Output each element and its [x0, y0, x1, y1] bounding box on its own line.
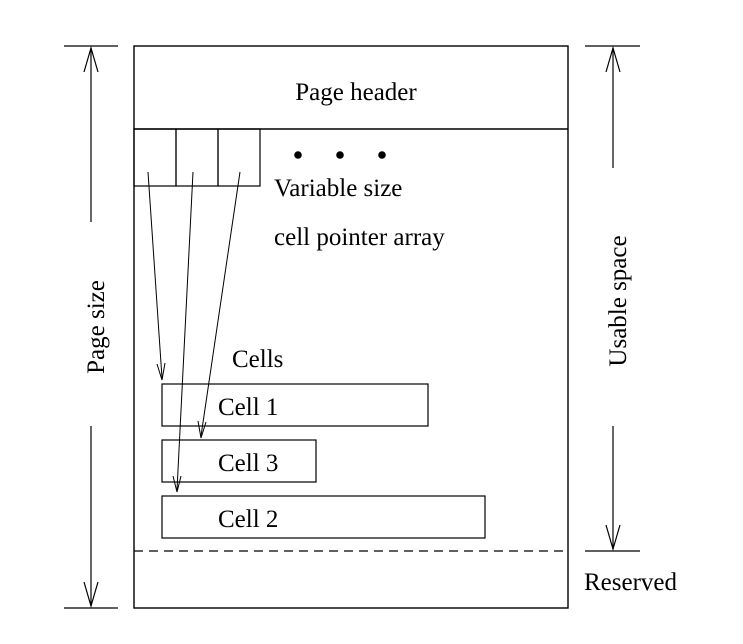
cells-label: Cells: [232, 346, 283, 373]
arrow-slot2-head: [172, 475, 182, 493]
cell-2-box: [161, 495, 486, 539]
usable-space-label: Usable space: [605, 235, 632, 366]
pointer-slot-3: [217, 128, 261, 187]
pointer-slot-1: [133, 128, 177, 187]
cell-3-box: [161, 439, 317, 483]
arrow-slot3-head: [197, 420, 207, 439]
usable-space-dimension: [585, 45, 640, 552]
cell-2-label: Cell 2: [218, 506, 278, 533]
page-size-dimension: [64, 45, 118, 609]
page-outline: [133, 45, 569, 609]
pointer-array-label-line2: cell pointer array: [274, 224, 445, 251]
reserved-label: Reserved: [584, 569, 678, 596]
arrow-slot2-to-cell2: [176, 171, 194, 491]
cell-3-label: Cell 3: [218, 450, 278, 477]
cell-pointer-array: [133, 128, 261, 187]
pointer-array-label-line1: Variable size: [274, 175, 402, 202]
cell-1-label: Cell 1: [218, 394, 278, 421]
pointer-slot-2: [175, 128, 219, 187]
arrow-slot3-to-cell3: [200, 171, 241, 437]
page-header-label: Page header: [295, 79, 417, 106]
page-size-label: Page size: [83, 280, 110, 374]
pointer-arrows: [147, 171, 241, 493]
cell-1-box: [161, 383, 429, 427]
arrow-slot1-to-cell1: [147, 171, 163, 379]
ellipsis-dots: [294, 151, 386, 159]
arrow-slot1-head: [156, 362, 166, 381]
